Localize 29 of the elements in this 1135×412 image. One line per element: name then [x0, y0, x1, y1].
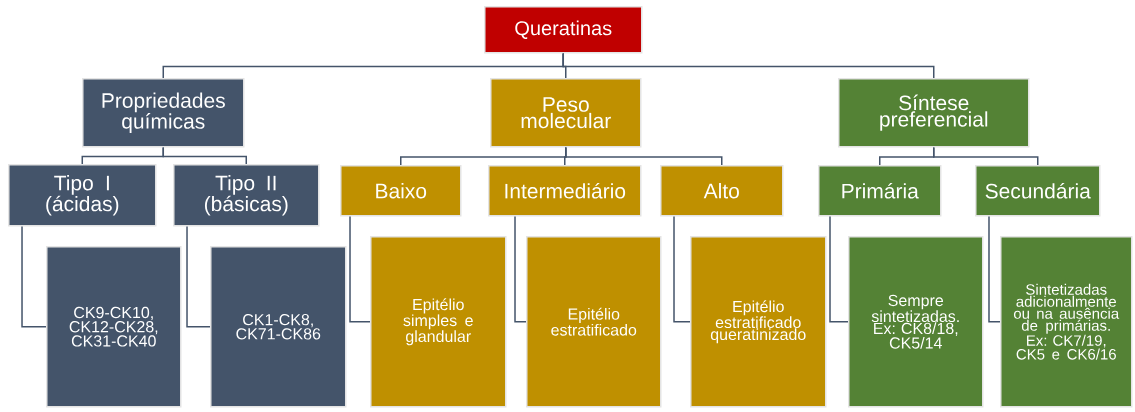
connector	[514, 215, 527, 323]
box: Alto	[660, 165, 784, 217]
box: Sintetizadas adicionalmente ou na ausência de primárias. Ex: CK7/19, CK5 e CK6/16	[1000, 236, 1133, 408]
box: Primária	[818, 165, 942, 217]
connector	[933, 146, 1039, 166]
connector	[565, 146, 723, 166]
connector	[673, 215, 691, 323]
box: Epitélio estratificado queratinizado	[690, 236, 827, 408]
box: Epitélio estratificado	[526, 236, 662, 408]
box: CK1-CK8, CK71-CK86	[210, 246, 347, 408]
box: Baixo	[340, 165, 462, 217]
box: Tipo I (ácidas)	[8, 164, 157, 227]
box: Queratinas	[484, 6, 643, 54]
box: CK9-CK10, CK12-CK28, CK31-CK40	[46, 246, 182, 408]
connector	[562, 52, 935, 79]
connector	[162, 146, 247, 165]
connector	[186, 225, 211, 328]
connector	[21, 225, 47, 328]
box: Sempre sintetizadas. Ex: CK8/18, CK5/14	[848, 236, 984, 408]
connector	[829, 215, 849, 323]
box: Propriedades químicas	[82, 78, 245, 148]
box: Secundária	[975, 165, 1101, 217]
box: Intermediário	[488, 165, 642, 217]
box: Epitélio simples e glandular	[370, 236, 507, 408]
box: Síntese preferencial	[838, 78, 1030, 148]
connector	[988, 215, 1001, 323]
connector	[349, 215, 371, 323]
box: Tipo II (básicas)	[173, 164, 320, 227]
box: Peso molecular	[490, 78, 642, 148]
